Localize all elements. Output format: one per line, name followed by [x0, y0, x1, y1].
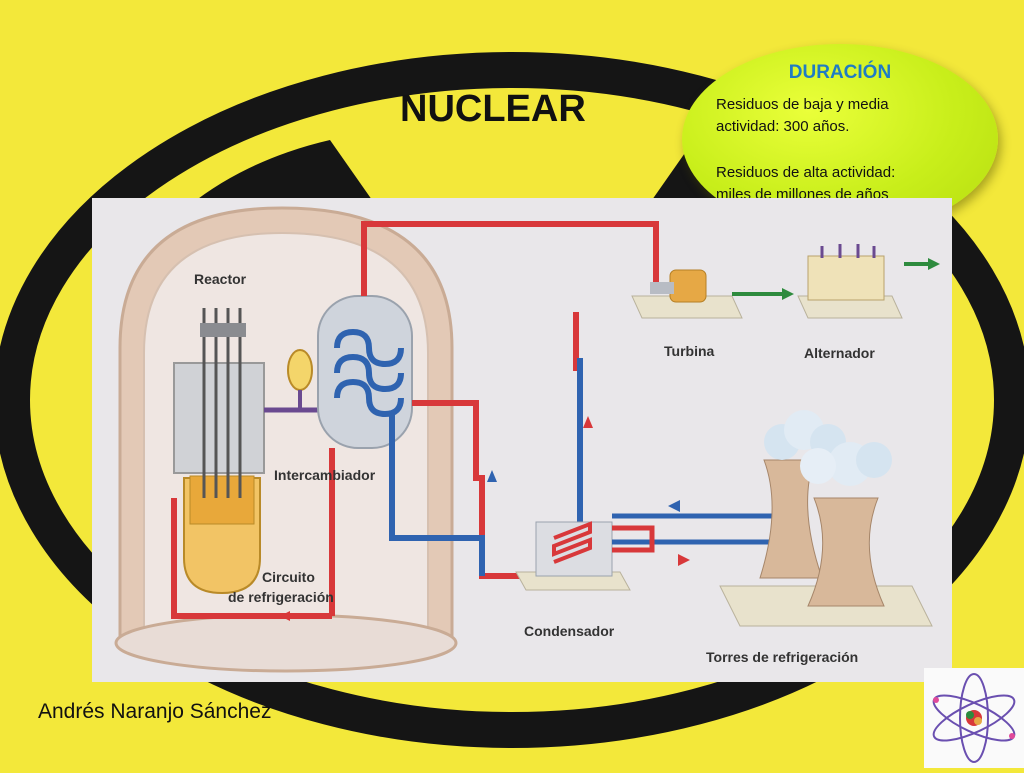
flow-arrow-icon [583, 416, 593, 428]
label-intercambiador: Intercambiador [274, 467, 376, 483]
label-reactor: Reactor [194, 271, 247, 287]
author-name: Andrés Naranjo Sánchez [38, 700, 272, 723]
condenser [515, 521, 631, 591]
label-alternador: Alternador [804, 345, 875, 361]
duration-line-3: Residuos de alta actividad: [716, 164, 896, 181]
label-circuito-2: de refrigeración [228, 589, 334, 605]
output-arrow-icon [782, 288, 794, 300]
exchanger [317, 295, 413, 449]
output-arrow-icon [928, 258, 940, 270]
atom-logo-icon [924, 668, 1024, 768]
label-turbina: Turbina [664, 343, 715, 359]
label-circuito-1: Circuito [262, 569, 315, 585]
duration-line-1: Residuos de baja y media [716, 96, 889, 113]
label-torres: Torres de refrigeración [706, 649, 858, 665]
turbine [631, 269, 743, 319]
flow-arrow-icon [668, 500, 680, 512]
page-title: NUCLEAR [400, 88, 586, 130]
cooling-towers [719, 410, 933, 627]
flow-arrow-icon [487, 470, 497, 482]
flow-arrow-icon [280, 611, 290, 621]
label-condensador: Condensador [524, 623, 615, 639]
alternator [797, 244, 903, 319]
duration-line-2: actividad: 300 años. [716, 118, 850, 135]
reactor-vessel [173, 308, 265, 595]
nuclear-plant-diagram: Reactor Intercambiador Circuito de refri… [92, 198, 952, 682]
flow-arrow-icon [678, 554, 690, 566]
duration-title: DURACIÓN [788, 62, 892, 83]
pressurizer [287, 349, 313, 391]
